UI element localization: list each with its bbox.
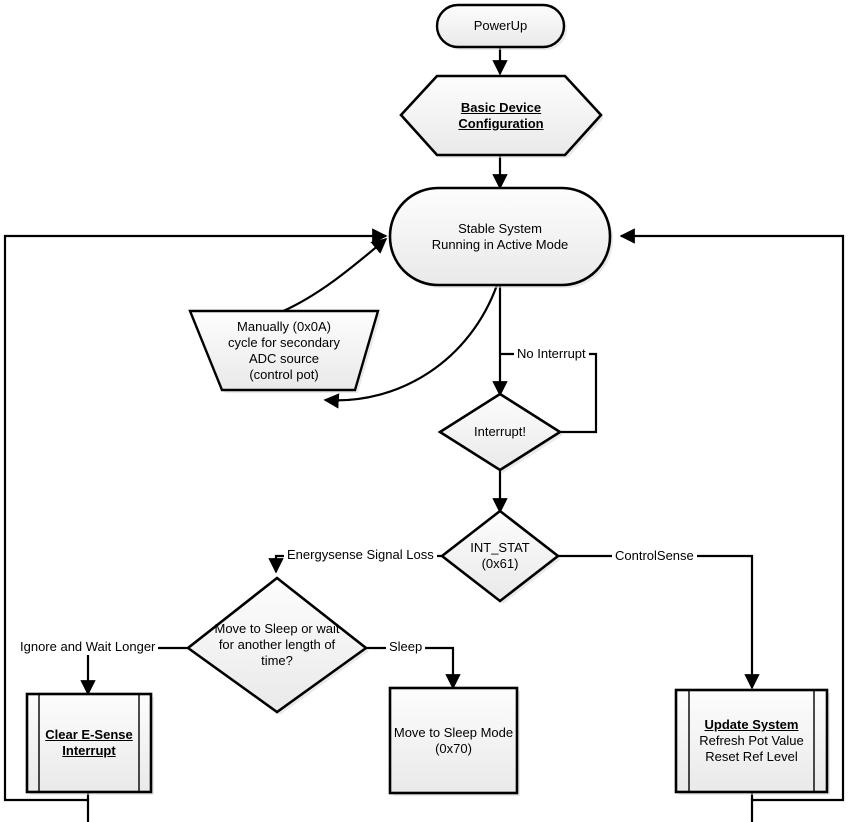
node-clear-esense[interactable] — [25, 692, 154, 795]
clear-esense-line1: Clear E-Sense — [45, 727, 133, 742]
node-sleep-decision-label: Move to Sleep or wait for another length… — [188, 578, 366, 712]
node-int-stat-label: INT_STAT (0x61) — [442, 511, 558, 601]
update-system-line1: Update System — [704, 717, 799, 732]
update-system-line2: Refresh Pot Value — [699, 733, 804, 748]
sleep-decision-line3: time? — [261, 653, 293, 668]
node-stable-system-label: Stable System Running in Active Mode — [390, 188, 610, 285]
node-manual-cycle-label: Manually (0x0A) cycle for secondary ADC … — [190, 311, 378, 390]
node-clear-esense-label: Clear E-Sense Interrupt — [27, 694, 151, 792]
update-system-line3: Reset Ref Level — [705, 749, 798, 764]
node-power-up-label: PowerUp — [437, 5, 564, 47]
node-basic-config-label: Basic Device Configuration — [401, 76, 601, 155]
edge-manual-to-stable — [280, 238, 388, 314]
node-basic-config[interactable] — [399, 74, 604, 158]
sleep-decision-line1: Move to Sleep or wait — [214, 621, 340, 636]
edge-sleep — [366, 646, 461, 690]
node-int-stat-decision[interactable] — [439, 509, 561, 604]
node-stable-system[interactable] — [388, 186, 613, 288]
manual-cycle-line3: ADC source — [248, 350, 320, 366]
edge-right-return — [619, 228, 845, 822]
node-interrupt-label: Interrupt! — [440, 394, 560, 470]
node-update-system[interactable] — [674, 688, 830, 795]
sleep-decision-line2: for another length of — [218, 637, 336, 652]
basic-config-line1: Basic Device — [460, 99, 542, 115]
power-up-text: PowerUp — [473, 18, 528, 33]
node-power-up[interactable] — [435, 3, 567, 50]
interrupt-text: Interrupt! — [473, 424, 527, 439]
move-to-sleep-line1: Move to Sleep Mode — [393, 724, 514, 740]
edge-stable-to-manual — [323, 284, 499, 409]
stable-system-line2: Running in Active Mode — [431, 236, 569, 252]
clear-esense-line2: Interrupt — [62, 743, 116, 758]
basic-config-line2: Configuration — [458, 115, 544, 131]
move-to-sleep-line2: (0x70) — [435, 740, 472, 756]
node-move-to-sleep-label: Move to Sleep Mode (0x70) — [390, 688, 517, 793]
node-interrupt-decision[interactable] — [437, 392, 563, 473]
node-sleep-decision[interactable] — [185, 576, 369, 715]
manual-cycle-line4: (control pot) — [249, 366, 319, 382]
int-stat-line2: (0x61) — [481, 556, 519, 571]
edge-intstat-energysense — [268, 554, 441, 574]
stable-system-line1: Stable System — [458, 220, 542, 236]
manual-cycle-line2: cycle for secondary — [228, 334, 340, 350]
edge-intstat-controlsense — [558, 554, 760, 690]
manual-cycle-line1: Manually (0x0A) — [237, 318, 331, 334]
node-move-to-sleep[interactable] — [388, 686, 520, 796]
node-manual-cycle[interactable] — [188, 309, 381, 393]
edge-left-return — [3, 228, 388, 822]
int-stat-line1: INT_STAT — [470, 540, 530, 555]
edge-ignore-wait — [80, 646, 188, 696]
node-update-system-label: Update System Refresh Pot Value Reset Re… — [676, 690, 827, 792]
